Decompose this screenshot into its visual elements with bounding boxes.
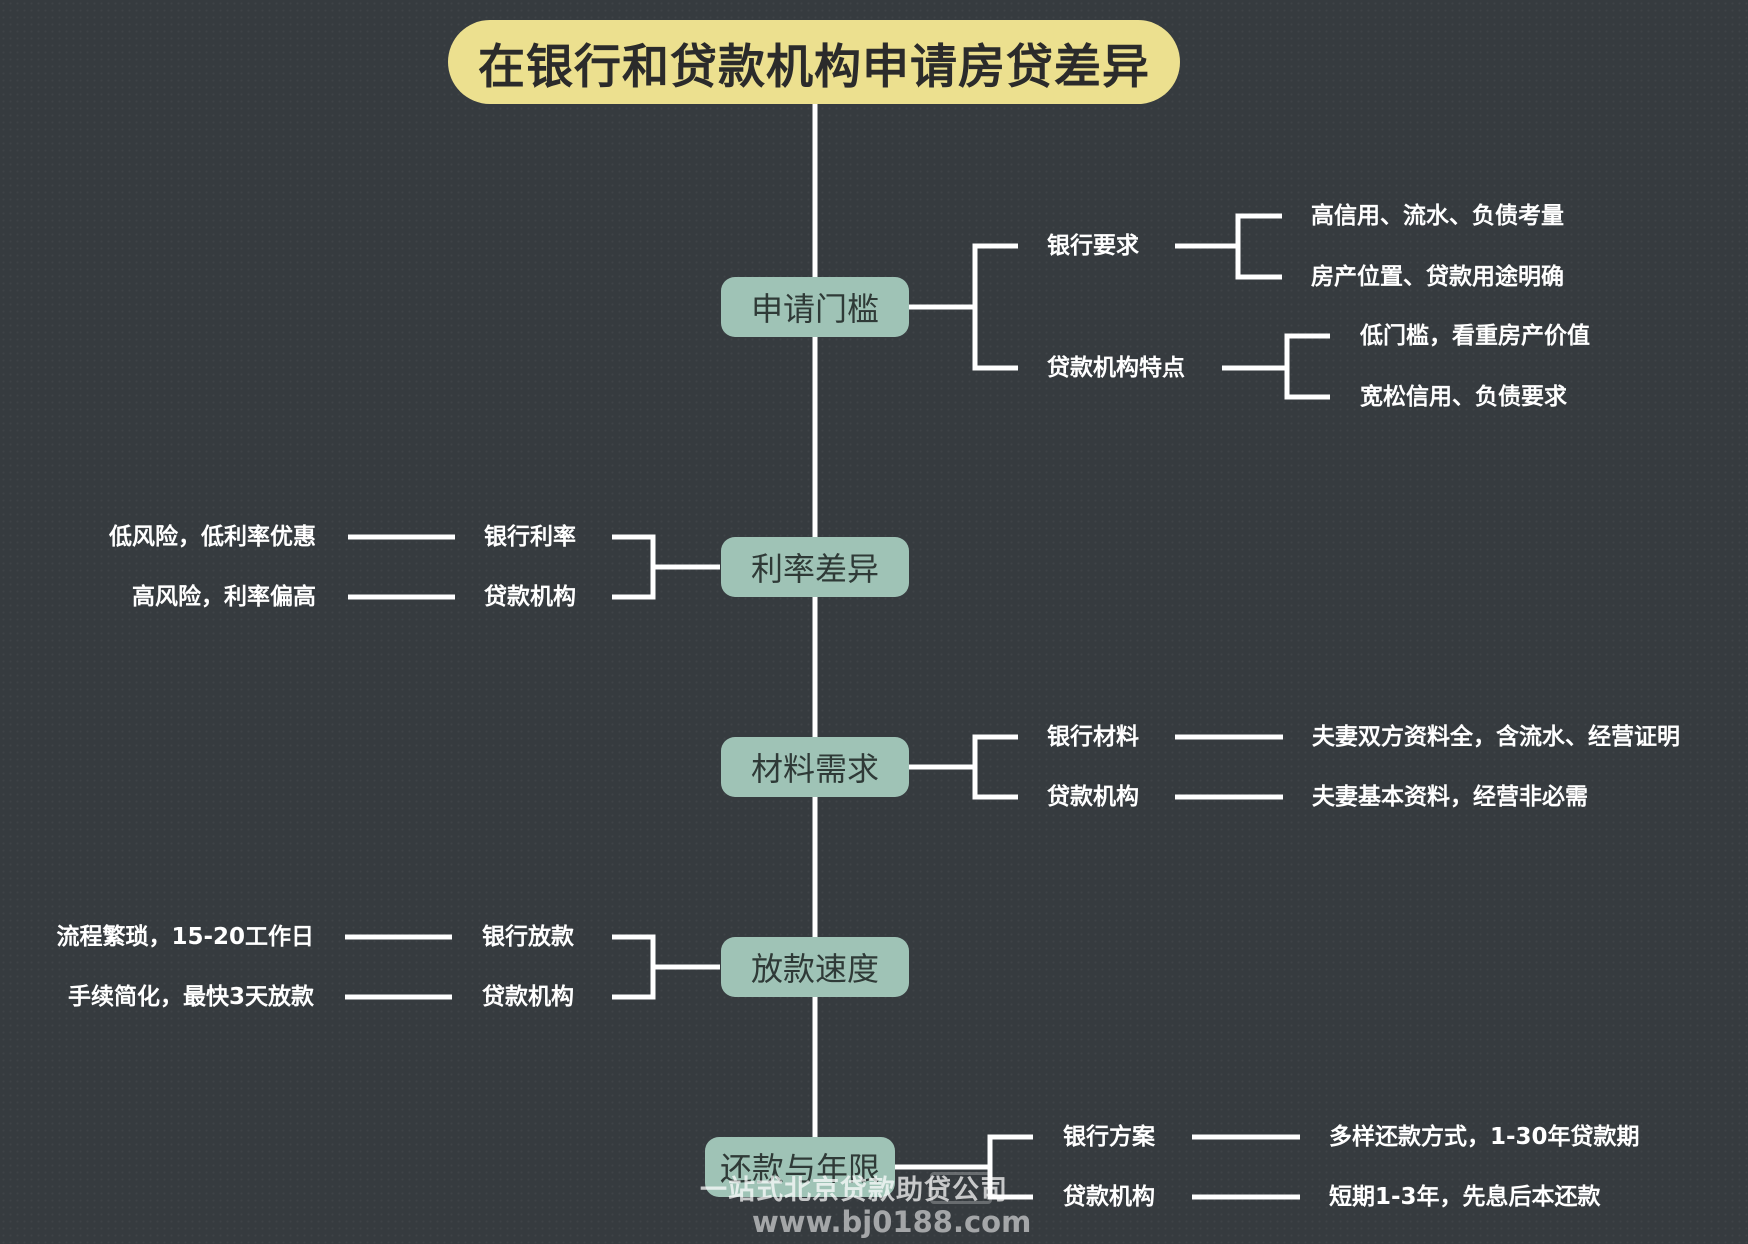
speed-lender-detail: 手续简化，最快3天放款 [67, 984, 314, 1010]
repayment-lender-detail: 短期1-3年，先息后本还款 [1329, 1184, 1601, 1210]
rate-bank-detail: 低风险，低利率优惠 [109, 524, 316, 550]
rate-lender-detail: 高风险，利率偏高 [132, 584, 316, 610]
speed-lender-label: 贷款机构 [482, 984, 574, 1010]
threshold-bank-item-1: 高信用、流水、负债考量 [1311, 203, 1564, 229]
materials-bank-label: 银行材料 [1047, 724, 1139, 750]
node-threshold: 申请门槛 [721, 277, 909, 337]
diagram-title: 在银行和贷款机构申请房贷差异 [448, 20, 1180, 104]
threshold-bank-item-2: 房产位置、贷款用途明确 [1311, 264, 1564, 290]
materials-bank-detail: 夫妻双方资料全，含流水、经营证明 [1312, 724, 1680, 750]
repayment-bank-detail: 多样还款方式，1-30年贷款期 [1329, 1124, 1640, 1150]
watermark-company: 一站式北京贷款助贷公司 [700, 1175, 1008, 1206]
speed-bank-label: 银行放款 [482, 924, 574, 950]
repayment-lender-label: 贷款机构 [1063, 1184, 1155, 1210]
watermark-url: www.bj0188.com [752, 1205, 1032, 1239]
threshold-bank-label: 银行要求 [1047, 233, 1139, 259]
node-materials: 材料需求 [721, 737, 909, 797]
speed-bank-detail: 流程繁琐，15-20工作日 [56, 924, 314, 950]
watermark-frame [930, 1172, 992, 1204]
materials-lender-detail: 夫妻基本资料，经营非必需 [1312, 784, 1588, 810]
node-repayment: 还款与年限 [705, 1137, 895, 1197]
threshold-lender-item-2: 宽松信用、负债要求 [1360, 384, 1567, 410]
rate-lender-label: 贷款机构 [484, 584, 576, 610]
repayment-bank-label: 银行方案 [1063, 1124, 1155, 1150]
node-rate: 利率差异 [721, 537, 909, 597]
materials-lender-label: 贷款机构 [1047, 784, 1139, 810]
threshold-lender-label: 贷款机构特点 [1047, 355, 1185, 381]
node-speed: 放款速度 [721, 937, 909, 997]
threshold-lender-item-1: 低门槛，看重房产价值 [1360, 323, 1590, 349]
rate-bank-label: 银行利率 [484, 524, 576, 550]
